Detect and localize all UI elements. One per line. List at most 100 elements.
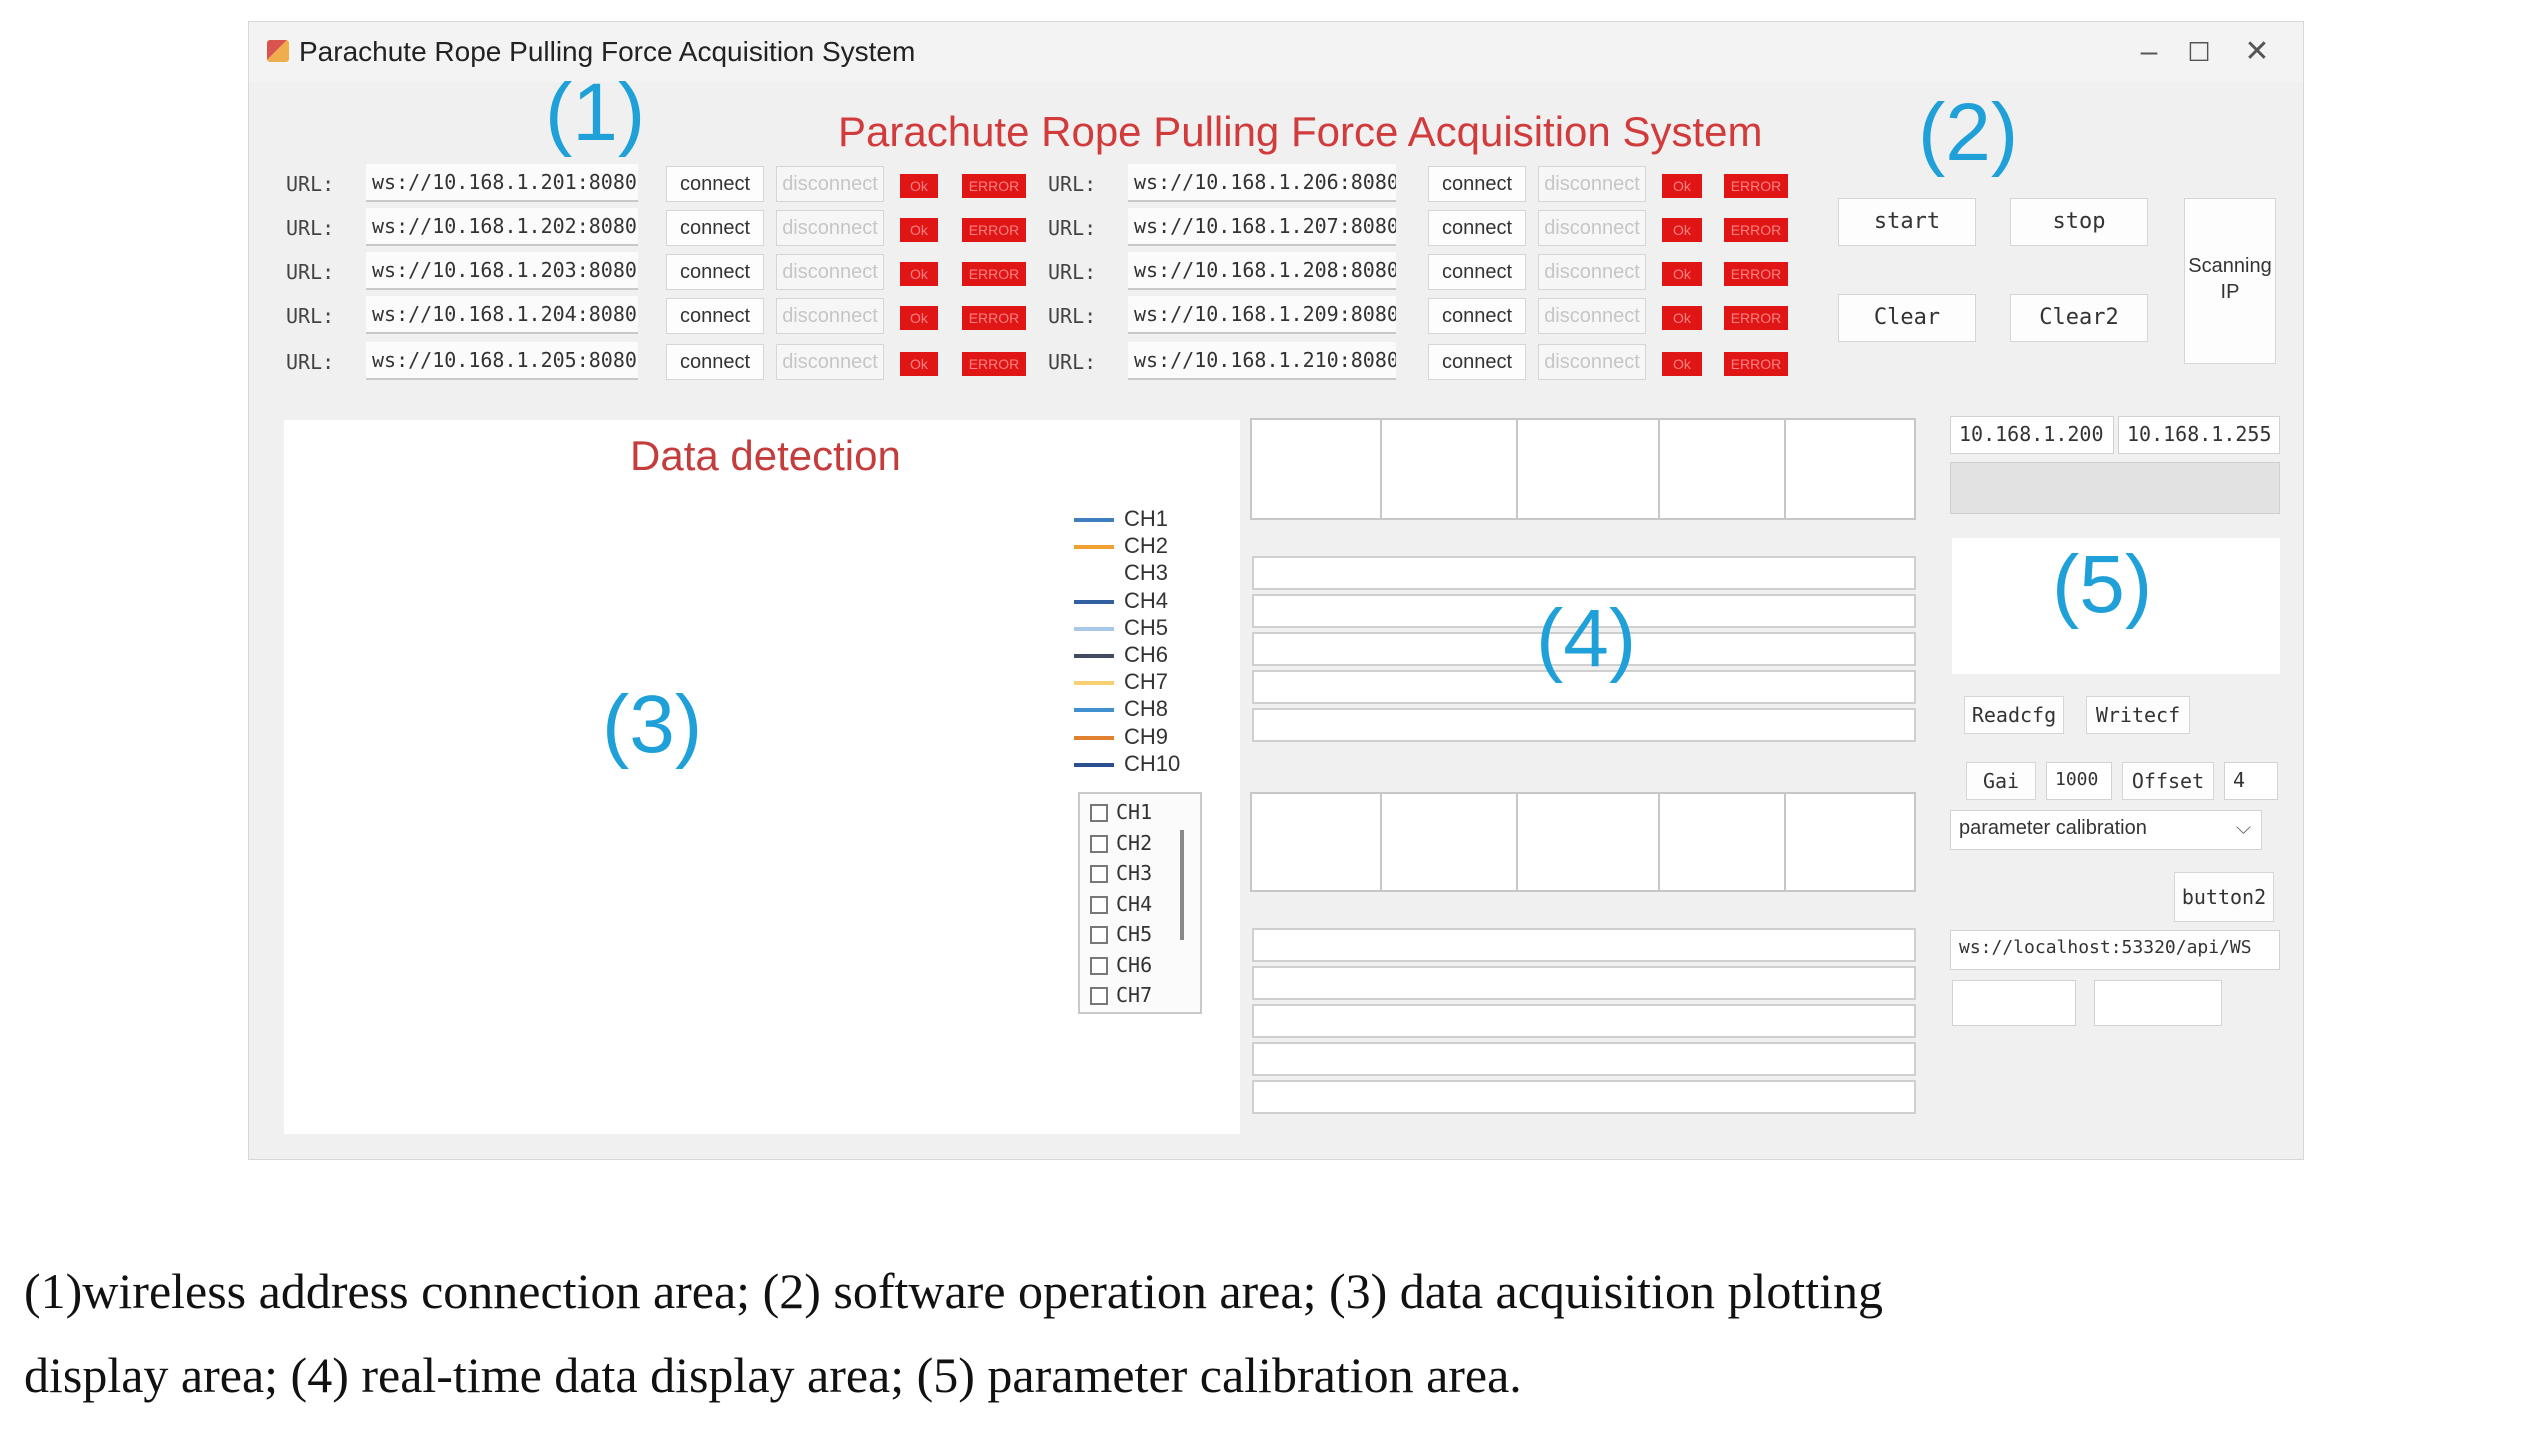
realtime-value-field (1252, 1042, 1916, 1076)
page-title: Parachute Rope Pulling Force Acquisition… (838, 108, 1763, 155)
legend-label: CH4 (1124, 587, 1169, 613)
connect-button[interactable]: connect (1428, 298, 1526, 334)
disconnect-button[interactable]: disconnect (1538, 210, 1646, 246)
writecf-button[interactable]: Writecf (2086, 696, 2190, 734)
extra-field-1[interactable] (1952, 980, 2076, 1026)
url-label: URL: (286, 304, 335, 328)
disconnect-button[interactable]: disconnect (1538, 166, 1646, 202)
stop-button[interactable]: stop (2010, 198, 2148, 246)
disconnect-button[interactable]: disconnect (776, 210, 884, 246)
ip-start-field[interactable]: 10.168.1.200 (1950, 416, 2114, 454)
status-badge-ok: Ok (900, 218, 938, 242)
grid-cell (1518, 794, 1660, 890)
url-input[interactable]: ws://10.168.1.203:8080 (366, 252, 638, 290)
legend-item: CH1 (1074, 506, 1194, 532)
checkbox-icon[interactable] (1090, 956, 1108, 975)
calibration-output (1952, 538, 2280, 674)
channel-checkbox-label: CH5 (1116, 922, 1153, 946)
channel-checkbox[interactable]: CH5 (1090, 922, 1170, 950)
channel-checkbox[interactable]: CH6 (1090, 953, 1170, 981)
window-title: Parachute Rope Pulling Force Acquisition… (299, 36, 916, 67)
close-button[interactable]: ✕ (2244, 35, 2270, 68)
gai-input[interactable]: 1000 (2046, 762, 2112, 800)
ws-url-field[interactable]: ws://localhost:53320/api/WS (1950, 930, 2280, 970)
connect-button[interactable]: connect (666, 298, 764, 334)
connect-button[interactable]: connect (1428, 210, 1526, 246)
status-badge-error: ERROR (1724, 262, 1788, 286)
scanning-ip-button[interactable]: Scanning IP (2184, 198, 2276, 364)
minimize-button[interactable]: – (2140, 35, 2158, 68)
connect-button[interactable]: connect (666, 254, 764, 290)
legend-label: CH10 (1124, 750, 1181, 776)
url-input[interactable]: ws://10.168.1.208:8080 (1128, 252, 1396, 290)
connect-button[interactable]: connect (666, 166, 764, 202)
button2[interactable]: button2 (2174, 872, 2274, 922)
connect-button[interactable]: connect (1428, 344, 1526, 380)
checkbox-icon[interactable] (1090, 987, 1108, 1005)
maximize-button[interactable]: ☐ (2187, 37, 2211, 67)
channel-checkbox[interactable]: CH1 (1090, 800, 1170, 828)
channel-checkbox-label: CH3 (1116, 861, 1153, 885)
url-input[interactable]: ws://10.168.1.202:8080 (366, 208, 638, 246)
legend-item: CH9 (1074, 724, 1194, 750)
checkbox-icon[interactable] (1090, 834, 1108, 853)
checklist-scrollbar[interactable] (1180, 830, 1184, 940)
grid-cell (1252, 420, 1382, 518)
app-icon (267, 40, 289, 62)
area-marker-5: (5) (2052, 539, 2153, 630)
area-marker-2: (2) (1918, 87, 2019, 178)
channel-checkbox[interactable]: CH7 (1090, 983, 1170, 1011)
url-input[interactable]: ws://10.168.1.201:8080 (366, 164, 638, 202)
status-badge-error: ERROR (1724, 174, 1788, 198)
clear2-button[interactable]: Clear2 (2010, 294, 2148, 342)
channel-checkbox[interactable]: CH4 (1090, 892, 1170, 920)
offset-input[interactable]: 4 (2224, 762, 2278, 800)
url-label: URL: (286, 216, 335, 240)
readcfg-button[interactable]: Readcfg (1964, 696, 2064, 734)
url-input[interactable]: ws://10.168.1.207:8080 (1128, 208, 1396, 246)
data-grid-bottom (1250, 792, 1916, 892)
url-label: URL: (1048, 216, 1097, 240)
url-input[interactable]: ws://10.168.1.204:8080 (366, 296, 638, 334)
ip-end-field[interactable]: 10.168.1.255 (2118, 416, 2280, 454)
checkbox-icon[interactable] (1090, 865, 1108, 883)
checkbox-icon[interactable] (1090, 804, 1108, 822)
chevron-down-icon: ⌵ (2235, 817, 2251, 839)
grid-cell (1660, 794, 1786, 890)
disconnect-button[interactable]: disconnect (776, 166, 884, 202)
checkbox-icon[interactable] (1090, 926, 1108, 944)
url-input[interactable]: ws://10.168.1.206:8080 (1128, 164, 1396, 202)
status-badge-error: ERROR (1724, 218, 1788, 242)
title-bar: Parachute Rope Pulling Force Acquisition… (249, 22, 2303, 82)
realtime-value-field (1252, 966, 1916, 1000)
checkbox-icon[interactable] (1090, 895, 1108, 914)
status-badge-error: ERROR (962, 306, 1026, 330)
calibration-mode-select[interactable]: parameter calibration ⌵ (1950, 810, 2262, 850)
legend-label: CH2 (1124, 533, 1169, 559)
connect-button[interactable]: connect (666, 210, 764, 246)
channel-checkbox[interactable]: CH3 (1090, 861, 1170, 889)
disconnect-button[interactable]: disconnect (1538, 298, 1646, 334)
legend-item: CH10 (1074, 751, 1194, 777)
legend-label: CH8 (1124, 696, 1169, 722)
clear-button[interactable]: Clear (1838, 294, 1976, 342)
url-input[interactable]: ws://10.168.1.210:8080 (1128, 342, 1396, 380)
caption-line-1: (1)wireless address connection area; (2)… (24, 1263, 1884, 1319)
url-input[interactable]: ws://10.168.1.205:8080 (366, 342, 638, 380)
connect-button[interactable]: connect (666, 344, 764, 380)
disconnect-button[interactable]: disconnect (1538, 254, 1646, 290)
disconnect-button[interactable]: disconnect (776, 254, 884, 290)
legend-swatch (1074, 762, 1114, 767)
disconnect-button[interactable]: disconnect (776, 344, 884, 380)
legend-item: CH8 (1074, 696, 1194, 722)
disconnect-button[interactable]: disconnect (776, 298, 884, 334)
url-input[interactable]: ws://10.168.1.209:8080 (1128, 296, 1396, 334)
connect-button[interactable]: connect (1428, 254, 1526, 290)
channel-checkbox[interactable]: CH2 (1090, 831, 1170, 859)
url-label: URL: (286, 350, 335, 374)
connect-button[interactable]: connect (1428, 166, 1526, 202)
start-button[interactable]: start (1838, 198, 1976, 246)
extra-field-2[interactable] (2094, 980, 2222, 1026)
disconnect-button[interactable]: disconnect (1538, 344, 1646, 380)
